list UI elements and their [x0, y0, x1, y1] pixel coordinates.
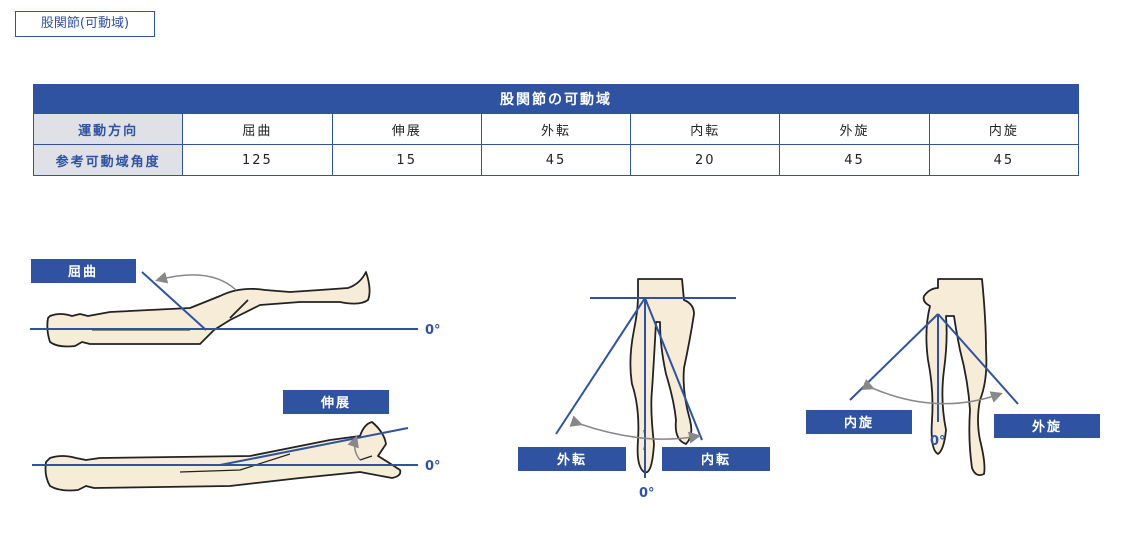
internal-rotation-label-box: [806, 410, 912, 434]
abduction-zero-label: 0°: [639, 486, 655, 501]
row-label-direction: 運動方向: [32, 113, 184, 145]
page-title: 股関節(可動域): [15, 11, 155, 37]
abduction-adduction-figure: 外転 内転 0°: [518, 278, 770, 501]
direction-cell: 内転: [630, 113, 781, 145]
angle-cell: 45: [480, 144, 632, 176]
angle-cell: 15: [331, 144, 482, 176]
angle-cell: 20: [630, 144, 781, 176]
abduction-arrow: [569, 415, 701, 444]
internal-rotation-angle-line: [849, 313, 939, 401]
table-row-directions: 運動方向 屈曲 伸展 外転 内転 外旋 内旋: [32, 113, 1080, 145]
extension-angle-line: [219, 427, 409, 466]
lying-body-extension: [44, 421, 402, 492]
flexion-figure: 屈曲 0°: [30, 259, 441, 348]
abduction-label: 外転: [556, 452, 587, 468]
external-rotation-angle-line: [937, 313, 1019, 405]
direction-cell: 内旋: [928, 113, 1080, 145]
adduction-label: 内転: [701, 452, 731, 468]
rotation-figure: 内旋 外旋 0°: [806, 278, 1100, 477]
direction-cell: 伸展: [331, 113, 482, 145]
angle-cell: 45: [779, 144, 930, 176]
flexion-label: 屈曲: [68, 264, 98, 280]
table-row-angles: 参考可動域角度 125 15 45 20 45 45: [32, 144, 1080, 176]
abduction-label-box: [518, 447, 626, 471]
range-of-motion-table: 股関節の可動域 運動方向 屈曲 伸展 外転 内転 外旋 内旋 参考可動域角度 1…: [32, 84, 1080, 176]
adduction-label-box: [662, 447, 770, 471]
flexion-label-box: [31, 259, 136, 283]
extension-label: 伸展: [320, 395, 351, 411]
rotation-zero-label: 0°: [930, 434, 946, 449]
external-rotation-label: 外旋: [1031, 419, 1062, 435]
lying-body-flexion: [46, 271, 371, 348]
external-rotation-label-box: [994, 414, 1100, 438]
flexion-arrow: [155, 271, 237, 291]
angle-cell: 45: [928, 144, 1080, 176]
table-header: 股関節の可動域: [33, 84, 1079, 114]
extension-arrow: [347, 435, 361, 461]
row-label-angle: 参考可動域角度: [32, 144, 184, 176]
direction-cell: 外転: [480, 113, 632, 145]
internal-rotation-label: 内旋: [844, 415, 874, 431]
extension-zero-label: 0°: [425, 459, 441, 474]
extension-label-box: [283, 390, 389, 414]
abduction-angle-line: [555, 297, 646, 435]
angle-cell: 125: [182, 144, 333, 176]
rotation-arrow: [861, 378, 1003, 405]
flexion-zero-label: 0°: [425, 323, 441, 338]
standing-legs-rotation: [922, 278, 988, 477]
extension-figure: 伸展 0°: [32, 390, 441, 492]
flexion-angle-line: [141, 271, 207, 331]
standing-legs-front: [629, 278, 695, 474]
